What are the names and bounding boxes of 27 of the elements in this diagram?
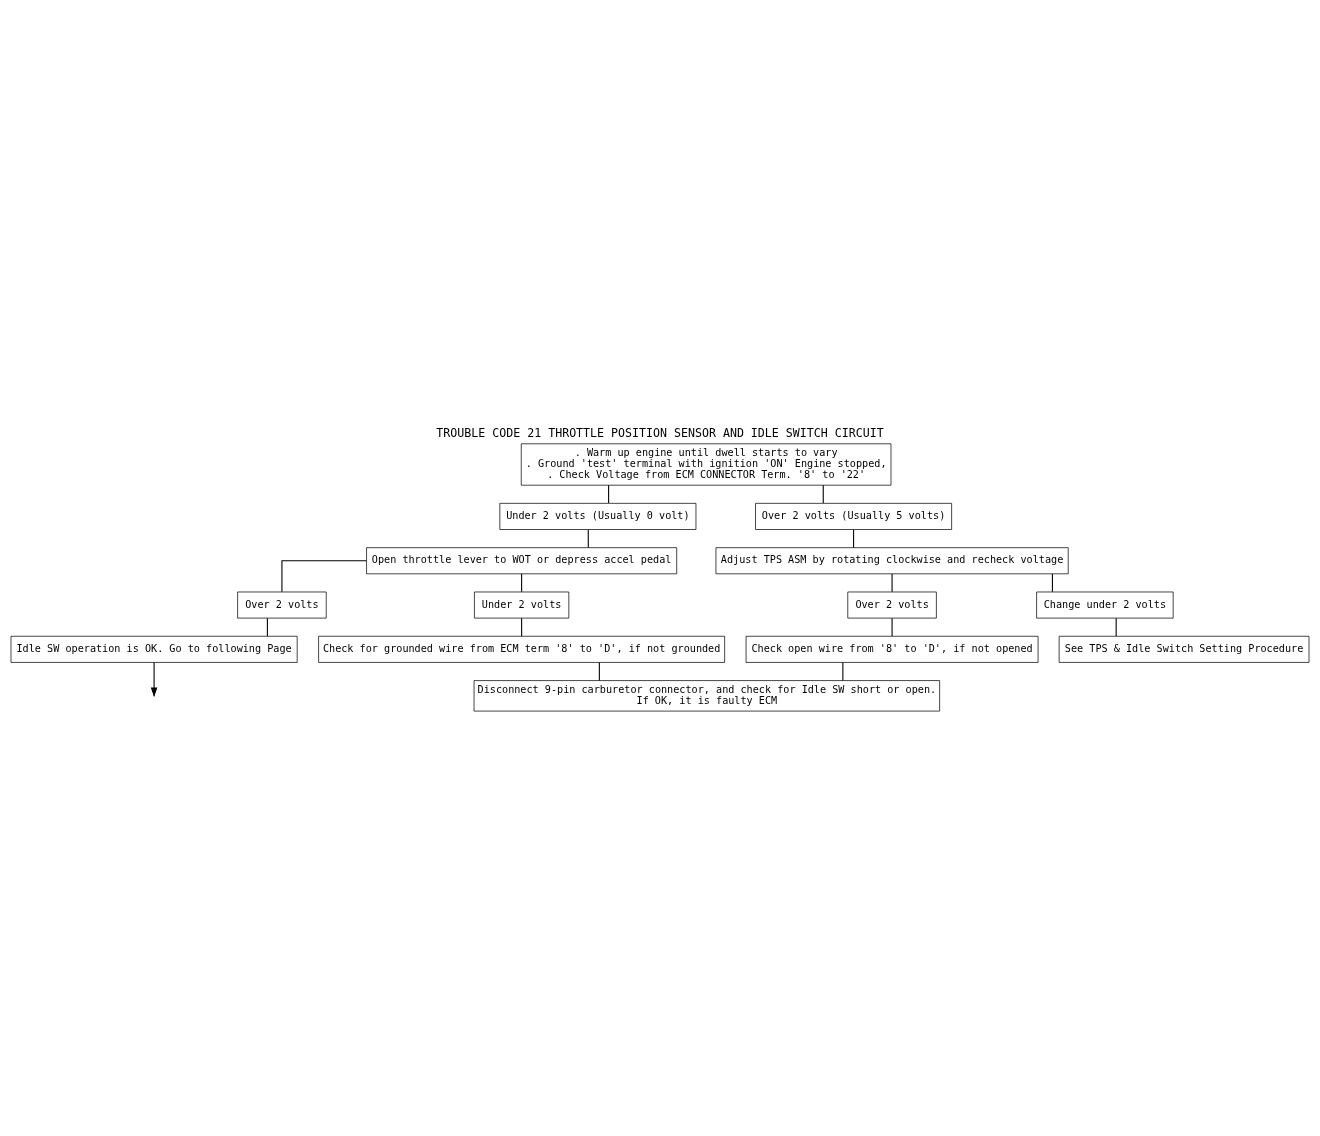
node-box: Disconnect 9-pin carburetor connector, and check for Idle SW short or open. If OK, it is faulty ECM [473,680,940,712]
connector [842,662,844,681]
node-box: Over 2 volts [847,591,937,619]
connector [521,617,523,637]
connector [1115,617,1117,637]
connector [281,560,367,593]
node-box: Idle SW operation is OK. Go to following Page [10,635,298,663]
node-box: Over 2 volts [237,591,327,619]
node-box: Adjust TPS ASM by rotating clockwise and recheck voltage [715,547,1069,575]
node-box: Under 2 volts (Usually 0 volt) [499,503,697,530]
node-box: Over 2 volts (Usually 5 volts) [755,503,952,530]
node-box: See TPS & Idle Switch Setting Procedure [1058,635,1310,663]
connector [891,617,893,637]
connector [608,484,610,504]
connector [1051,573,1053,593]
diagram-title: TROUBLE CODE 21 THROTTLE POSITION SENSOR AND IDLE SWITCH CIRCUIT [436,426,884,441]
node-box: Check open wire from '8' to 'D', if not opened [745,635,1039,663]
arrow [150,662,158,697]
node-box: Check for grounded wire from ECM term '8' to 'D', if not grounded [318,635,725,663]
connector [891,573,893,593]
connector [521,573,523,593]
node-box: Open throttle lever to WOT or depress accel pedal [366,547,678,575]
node-box: Under 2 volts [474,591,570,619]
node-box: Change under 2 volts [1036,591,1174,619]
connector [822,484,824,504]
node-box: . Warm up engine until dwell starts to vary . Ground 'test' terminal with ignition 'ON' Engine stopped, . Check Voltage from ECM CONNECTOR Term. '8' to '22' [520,443,892,486]
connector [266,617,268,637]
